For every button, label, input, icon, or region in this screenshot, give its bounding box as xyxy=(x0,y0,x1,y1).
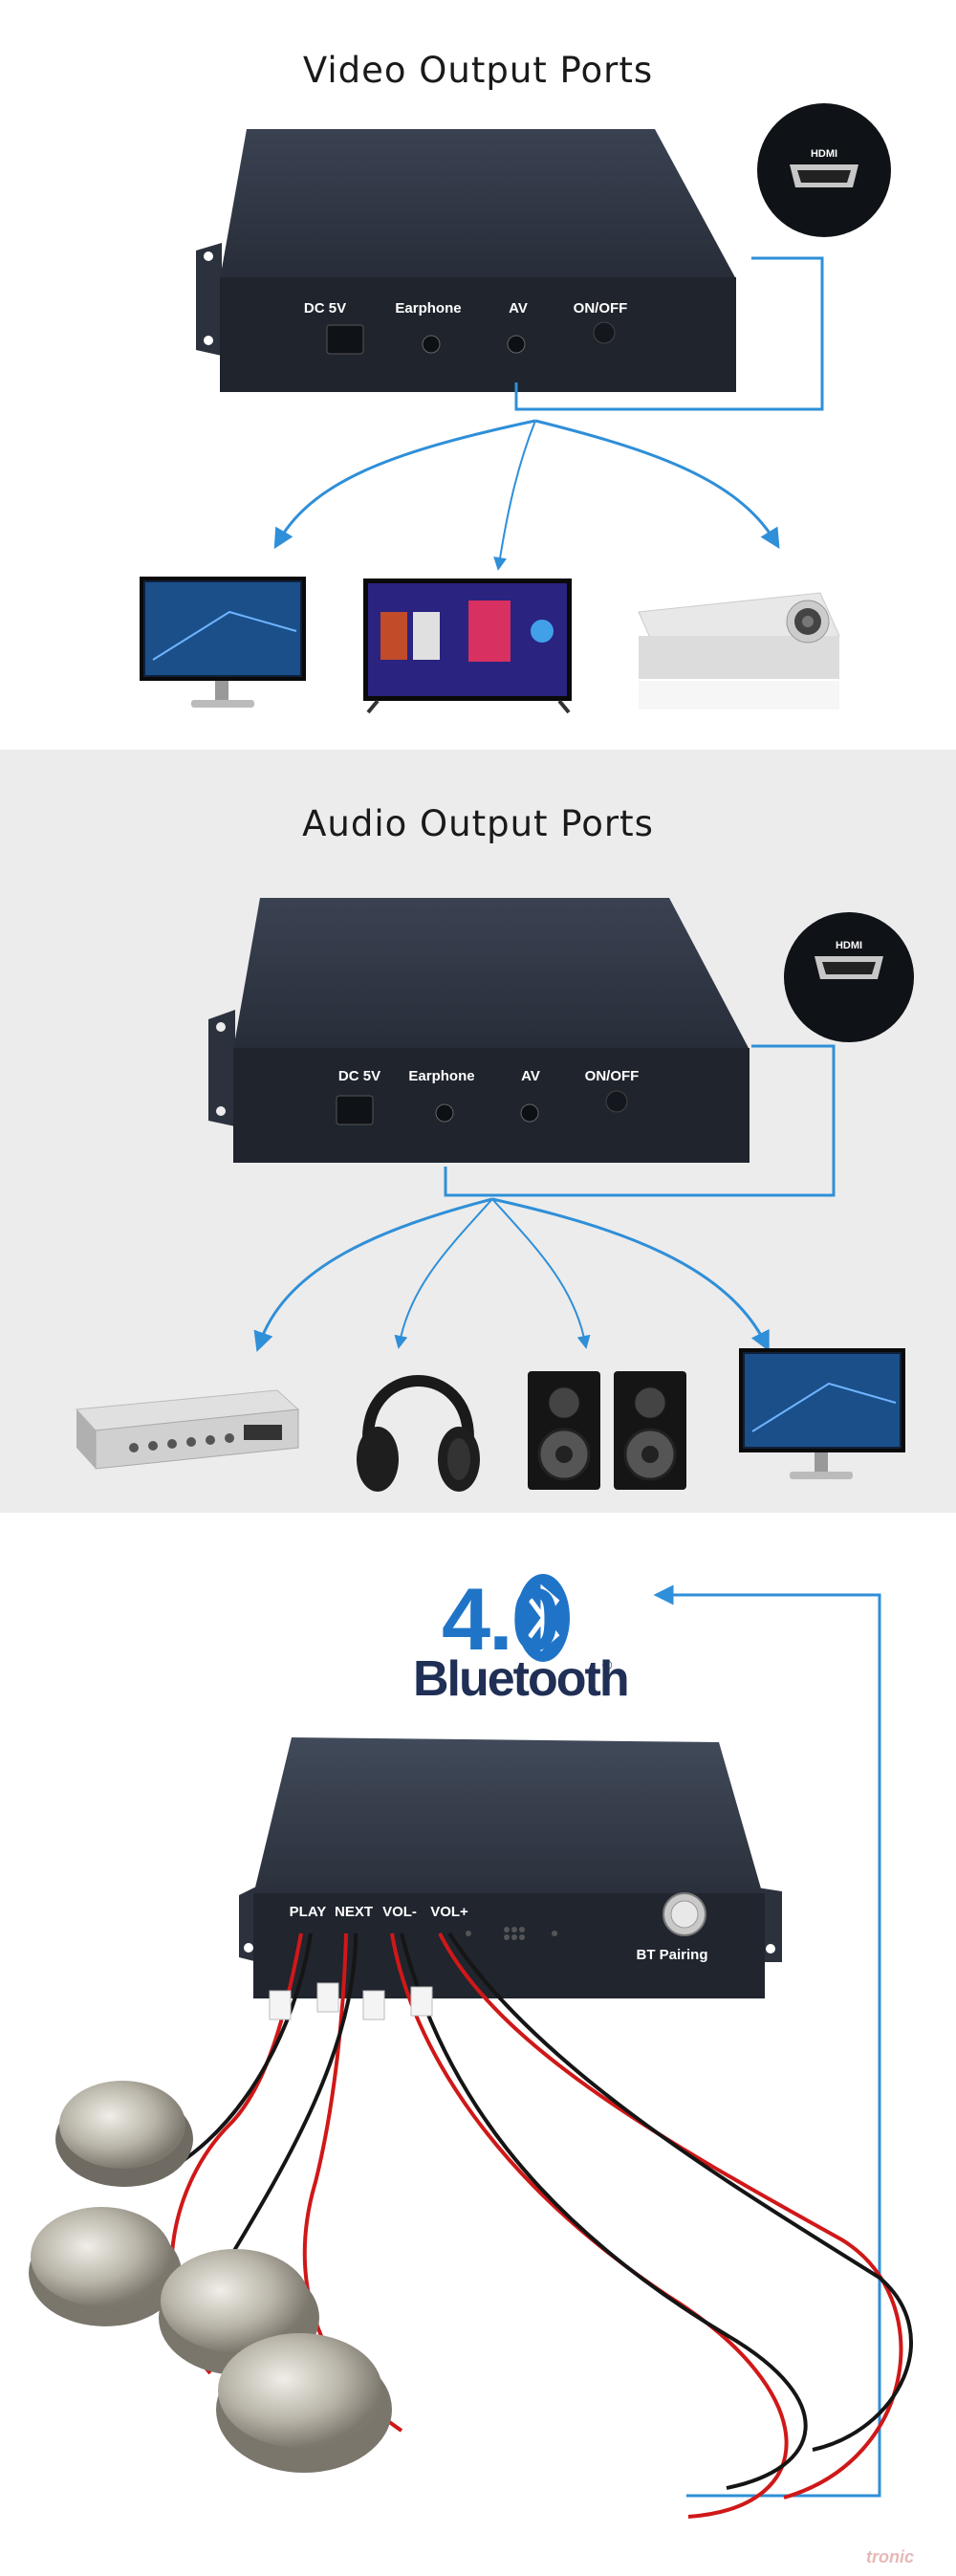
video-section-title: Video Output Ports xyxy=(302,50,654,91)
bt-pairing-label: BT Pairing xyxy=(636,1947,707,1963)
port-label-dc: DC 5V xyxy=(338,1068,380,1084)
smart-tv-icon xyxy=(363,579,572,714)
bluetooth-icon xyxy=(516,1574,570,1662)
av-jack-icon xyxy=(520,1103,539,1123)
amplifier-icon xyxy=(75,1389,300,1470)
watermark: tronic xyxy=(866,2547,915,2566)
video-output-section: Video Output Ports DC 5V Earphone AV ON/… xyxy=(0,0,956,750)
svg-text:HDMI: HDMI xyxy=(836,940,862,951)
bluetooth-diagram: PLAY NEXT VOL- VOL+ BT Pairing xyxy=(29,1574,913,2519)
monitor-icon xyxy=(140,577,306,708)
earphone-jack-icon xyxy=(435,1103,454,1123)
metal-push-button-1 xyxy=(55,2081,193,2187)
media-player-box: PLAY NEXT VOL- VOL+ BT Pairing xyxy=(239,1737,782,1998)
speakers-icon xyxy=(528,1371,686,1490)
earphone-jack-icon xyxy=(422,335,441,354)
port-label-earphone: Earphone xyxy=(395,300,461,317)
svg-text:HDMI: HDMI xyxy=(811,148,837,160)
projector-icon xyxy=(638,592,840,709)
hdmi-port-icon: HDMI xyxy=(757,103,891,237)
audio-output-section: Audio Output Ports DC 5V Earphone AV ON/… xyxy=(0,750,956,1513)
av-jack-icon xyxy=(507,335,526,354)
button-wires xyxy=(142,1932,913,2519)
button-label-vol-down: VOL- xyxy=(382,1904,417,1920)
dc-jack-icon xyxy=(336,1095,374,1125)
headphones-icon xyxy=(357,1375,480,1492)
video-diagram: DC 5V Earphone AV ON/OFF HDMI xyxy=(140,103,891,714)
audio-diagram: DC 5V Earphone AV ON/OFF HDMI xyxy=(75,898,914,1492)
audio-section-title: Audio Output Ports xyxy=(302,803,654,844)
media-player-box: DC 5V Earphone AV ON/OFF xyxy=(196,129,736,392)
port-label-av: AV xyxy=(521,1068,540,1084)
power-button-icon xyxy=(605,1090,628,1113)
bluetooth-section: PLAY NEXT VOL- VOL+ BT Pairing xyxy=(0,1513,956,2576)
port-label-onoff: ON/OFF xyxy=(585,1068,640,1084)
bluetooth-version: 4.0 xyxy=(442,1571,560,1669)
power-button-icon xyxy=(593,321,616,344)
dc-jack-icon xyxy=(326,324,364,355)
metal-push-button-2 xyxy=(29,2207,182,2326)
media-player-box: DC 5V Earphone AV ON/OFF xyxy=(208,898,750,1163)
port-label-av: AV xyxy=(509,300,528,317)
button-label-vol-up: VOL+ xyxy=(430,1904,468,1920)
port-label-earphone: Earphone xyxy=(408,1068,474,1084)
port-label-onoff: ON/OFF xyxy=(574,300,628,317)
wire-connectors xyxy=(269,1982,433,2020)
port-label-dc: DC 5V xyxy=(304,300,346,317)
metal-push-button-4 xyxy=(216,2333,392,2473)
bluetooth-brand-text: Bluetooth xyxy=(413,1651,630,1707)
monitor-icon xyxy=(739,1348,905,1479)
button-label-next: NEXT xyxy=(335,1904,373,1920)
button-label-play: PLAY xyxy=(290,1904,327,1920)
hdmi-port-icon: HDMI xyxy=(784,912,914,1042)
bluetooth-registered-mark: ® xyxy=(602,1657,613,1672)
